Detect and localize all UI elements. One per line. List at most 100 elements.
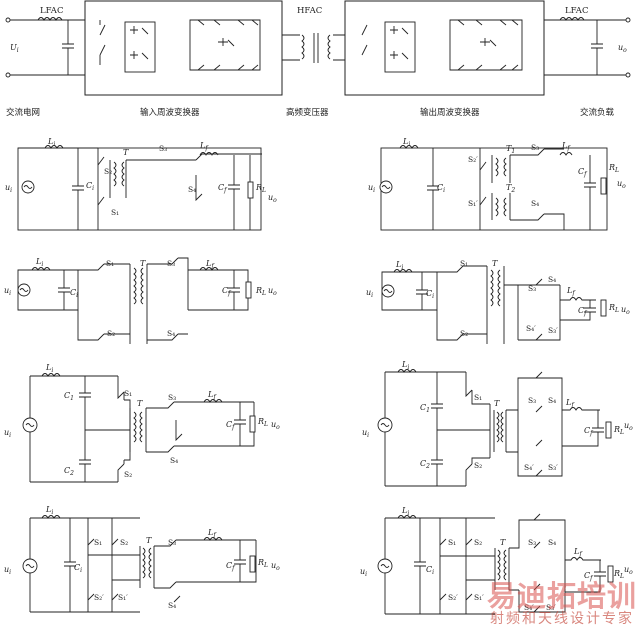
input-converter-glyphs — [99, 19, 261, 73]
s4p-label-circuit6: S₄′ — [524, 463, 534, 472]
ci-label-circuit8: Ci — [426, 565, 434, 576]
lf-label-circuit3: Lf — [205, 259, 215, 270]
caption-output-cycloconverter: 输出周波变换器 — [420, 107, 480, 118]
u-in-label: Ui — [10, 43, 19, 54]
cf-label-circuit4: Cf — [578, 306, 588, 317]
lf-label-circuit2: Lf — [561, 141, 571, 152]
s3-label-circuit1: S₃ — [159, 144, 167, 153]
lfac-out-label: LFAC — [565, 6, 588, 16]
lf-label-circuit8: Lf — [573, 547, 583, 558]
s3p-label-circuit8: S₃′ — [546, 603, 556, 612]
s2-label-circuit5: S₂ — [124, 470, 132, 479]
rl-label-circuit5: RL — [257, 417, 268, 428]
c1-label-circuit1: ui — [5, 183, 12, 194]
s4-label-circuit2: S₄ — [531, 199, 539, 208]
rl-label-circuit8: RL — [613, 569, 624, 580]
li-label-circuit1: Li — [47, 137, 55, 148]
caption-ac-grid: 交流电网 — [6, 107, 40, 118]
lfac-in-label: LFAC — [40, 6, 63, 16]
c2-label-circuit6: C2 — [420, 459, 430, 470]
s1-label-circuit8: S₁ — [448, 538, 456, 547]
watermark: 易迪拓培训 射频和天线设计专家 — [487, 581, 637, 627]
s3-label-circuit7: S₃ — [168, 538, 176, 547]
ui-label-circuit6: ui — [362, 428, 369, 439]
caption-input-cycloconverter: 输入周波变换器 — [140, 107, 200, 118]
cf-label-circuit3: Cf — [222, 286, 232, 297]
circuit-6: ui Li C1 C2 S₁ S₂ T S₃ S₄ S₄′ S₃′ Lf Cf … — [362, 360, 633, 487]
t2-label-circuit2: T2 — [506, 183, 515, 194]
ci-label-circuit7: Ci — [74, 563, 82, 574]
s4p-label-circuit8: S₄′ — [524, 603, 534, 612]
s3p-label-circuit4: S₃′ — [548, 326, 558, 335]
cf-label-circuit1: Cf — [218, 183, 228, 194]
lf-label-circuit6: Lf — [565, 398, 575, 409]
s2-label-circuit8: S₂ — [474, 538, 482, 547]
circuit-3: ui Li Ci S₁ S₂ T S₃ S₄ Lf Cf RL uo — [4, 257, 277, 344]
s3-label-circuit4: S₃ — [528, 284, 536, 293]
cf-label-circuit2: Cf — [578, 167, 588, 178]
caption-hf-transformer: 高频变压器 — [286, 107, 329, 118]
circuit-1: ui Li Ci S₂ S₁ T S₃ S₄ Lf Cf RL uo — [5, 137, 277, 231]
block-diagram: Ui LFAC HFAC — [5, 0, 631, 118]
circuit-2: ui Li Ci S₂′ S₁′ T1 T2 S₃ S₄ Lf Cf RL uo — [368, 137, 626, 231]
s1-label-circuit5: S₁ — [124, 389, 132, 398]
rl-label-circuit2: RL — [608, 163, 619, 174]
s1p-label-circuit8: S₁′ — [474, 593, 484, 602]
uo-label-circuit3: uo — [268, 286, 277, 297]
s1p-label-circuit7: S₁′ — [118, 593, 128, 602]
ui-label-circuit7: ui — [4, 565, 11, 576]
output-converter-block — [344, 0, 545, 96]
input-converter-block — [84, 0, 283, 96]
s2-label-circuit6: S₂ — [474, 461, 482, 470]
s2p-label-circuit8: S₂′ — [448, 593, 458, 602]
uo-label-circuit6: uo — [624, 421, 633, 432]
ci-label-circuit3: Ci — [70, 288, 78, 299]
ci-label-circuit1: Ci — [86, 181, 94, 192]
ui-label-circuit3: ui — [4, 286, 11, 297]
li-label-circuit5: Li — [45, 363, 53, 374]
circuit-8: ui Li Ci S₁ S₂ S₂′ S₁′ T S₃ S₄ S₄′ S₃′ L… — [360, 506, 633, 615]
s4-label-circuit1: S₄ — [188, 185, 196, 194]
s3p-label-circuit6: S₃′ — [548, 463, 558, 472]
watermark-title: 易迪拓培训 — [486, 579, 637, 613]
s4-label-circuit3: S₄ — [167, 329, 175, 338]
t-label-circuit4: T — [492, 259, 498, 268]
t-label-circuit8: T — [500, 538, 506, 547]
s4-label-circuit8: S₄ — [548, 538, 556, 547]
t1-label-circuit2: T1 — [506, 144, 515, 155]
lf-label-circuit7: Lf — [207, 528, 217, 539]
ci-label-circuit2: Ci — [437, 183, 445, 194]
uo-label-circuit1: uo — [268, 193, 277, 204]
ci-label-circuit4: Ci — [426, 289, 434, 300]
t-label-circuit5: T — [137, 399, 143, 408]
cf-label-circuit7: Cf — [226, 561, 236, 572]
uo-label-circuit2: uo — [617, 179, 626, 190]
s4-label-circuit5: S₄ — [170, 456, 178, 465]
t-label-circuit7: T — [146, 536, 152, 545]
rl-label-circuit1: RL — [255, 183, 266, 194]
s3-label-circuit6: S₃ — [528, 396, 536, 405]
ui-label-circuit4: ui — [366, 288, 373, 299]
circuit-4: ui Li Ci S₁ S₂ T S₃ S₄ S₄′ S₃′ Lf Cf RL … — [366, 259, 630, 344]
s3-label-circuit8: S₃ — [528, 538, 536, 547]
cf-label-circuit8: Cf — [584, 571, 594, 582]
s2p-label-circuit2: S₂′ — [468, 155, 478, 164]
s1-label-circuit7: S₁ — [94, 538, 102, 547]
rl-label-circuit6: RL — [613, 425, 624, 436]
uo-label-circuit8: uo — [624, 565, 633, 576]
li-label-circuit2: Li — [402, 137, 410, 148]
t-label-circuit6: T — [494, 399, 500, 408]
watermark-subtitle: 射频和天线设计专家 — [489, 611, 634, 627]
s3-label-circuit3: S₃ — [167, 259, 175, 268]
li-label-circuit6: Li — [401, 360, 409, 371]
s1p-label-circuit2: S₁′ — [468, 199, 478, 208]
circuit-5: ui Li C1 C2 S₁ S₂ T S₃ S₄ Lf Cf RL uo — [4, 363, 280, 483]
li-label-circuit8: Li — [401, 506, 409, 517]
li-label-circuit3: Li — [35, 257, 43, 268]
c1-label-circuit6: C1 — [420, 403, 430, 414]
lf-label-circuit1: Lf — [199, 141, 209, 152]
cf-label-circuit5: Cf — [226, 420, 236, 431]
c1-label-circuit5: C1 — [64, 391, 74, 402]
s3-label-circuit2: S₃ — [531, 143, 539, 152]
li-label-circuit4: Li — [395, 260, 403, 271]
